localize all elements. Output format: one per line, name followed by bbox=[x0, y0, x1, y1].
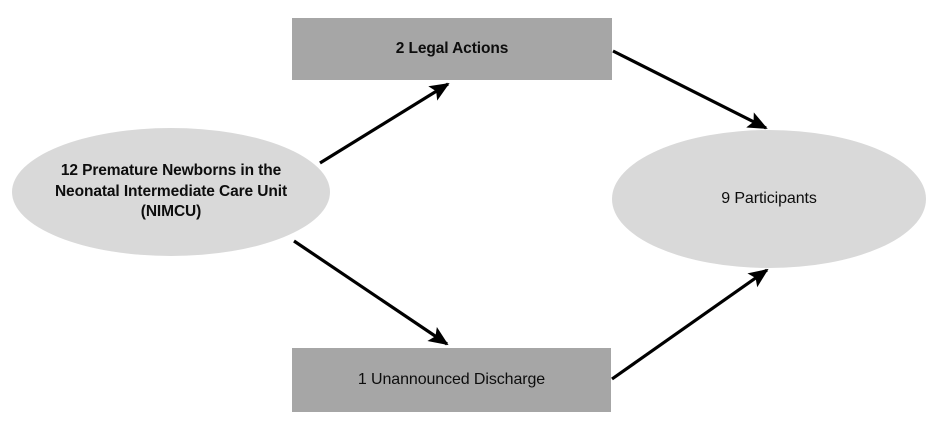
edge-legal-actions-to-participants bbox=[612, 49, 768, 130]
edge-source-to-unannounced-discharge bbox=[293, 239, 449, 346]
node-legal-actions-rect bbox=[292, 18, 612, 80]
edge-source-to-legal-actions bbox=[319, 82, 450, 165]
edge-unannounced-discharge-to-participants bbox=[611, 268, 769, 381]
node-source-ellipse bbox=[12, 128, 330, 256]
node-participants-ellipse bbox=[612, 130, 926, 268]
node-unannounced-discharge-rect bbox=[292, 348, 611, 412]
